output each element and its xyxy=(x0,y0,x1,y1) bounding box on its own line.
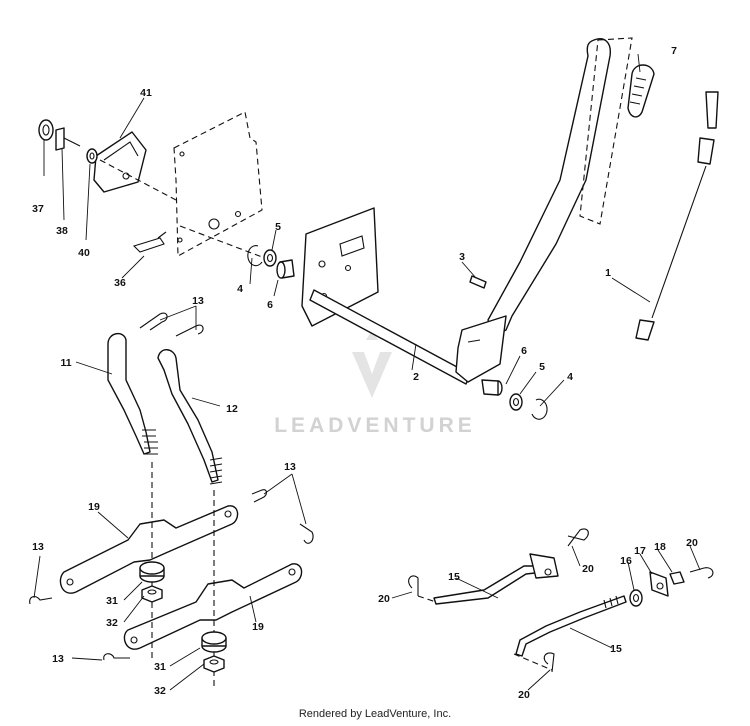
part-7-grip xyxy=(627,64,655,118)
callout-13c: 13 xyxy=(32,541,44,553)
part-40-washer xyxy=(86,148,98,164)
callout-40: 40 xyxy=(78,247,90,259)
callout-15b: 15 xyxy=(610,643,622,655)
part-5-washer-b xyxy=(509,393,523,411)
part-6-bushing-a xyxy=(276,259,295,279)
part-36-clip xyxy=(132,231,167,253)
part-37-knob xyxy=(38,119,54,141)
part-18-nut xyxy=(669,571,685,585)
part-17-block xyxy=(649,571,669,597)
callout-13b: 13 xyxy=(284,461,296,473)
callout-32a: 32 xyxy=(106,617,118,629)
footer-credit: Rendered by LeadVenture, Inc. xyxy=(298,708,452,720)
callout-2: 2 xyxy=(413,371,419,383)
callout-5a: 5 xyxy=(275,221,281,233)
part-19-arm-a xyxy=(59,505,239,594)
part-15-rod-b xyxy=(513,595,627,671)
part-lever-handle xyxy=(455,37,633,383)
callout-7: 7 xyxy=(671,45,677,57)
assembly-line xyxy=(99,159,177,201)
part-5-washer-a xyxy=(263,249,277,267)
part-2-rod xyxy=(309,289,471,385)
callout-4b: 4 xyxy=(567,371,573,383)
leader-lines xyxy=(33,53,701,691)
callout-41: 41 xyxy=(140,87,152,99)
callout-16: 16 xyxy=(620,555,632,567)
callout-6a: 6 xyxy=(267,299,273,311)
part-31-bushing-a xyxy=(139,561,165,583)
part-3-pin xyxy=(469,275,487,289)
callout-20a: 20 xyxy=(582,563,594,575)
part-41-bracket xyxy=(93,131,147,193)
callout-15a: 15 xyxy=(448,571,460,583)
part-15-rod-a xyxy=(417,553,559,605)
assembly-line xyxy=(179,225,271,261)
callout-20c: 20 xyxy=(686,537,698,549)
part-20-clip-d xyxy=(543,652,555,673)
callout-19a: 19 xyxy=(88,501,100,513)
callout-13a: 13 xyxy=(192,295,204,307)
part-19-arm-b xyxy=(123,563,303,650)
part-12-rod xyxy=(157,349,223,485)
part-20-clip-b xyxy=(408,575,419,596)
watermark: LEADVENTURE xyxy=(274,330,476,437)
part-1-cable xyxy=(635,91,719,341)
callout-20b: 20 xyxy=(378,593,390,605)
callout-31b: 31 xyxy=(154,661,166,673)
callout-38: 38 xyxy=(56,225,68,237)
callout-labels: 41 37 38 40 36 5 4 6 7 1 3 2 6 5 4 13 11… xyxy=(32,45,698,701)
part-6-bushing-b xyxy=(481,379,503,396)
watermark-text: LEADVENTURE xyxy=(274,414,476,437)
mount-plate xyxy=(173,111,263,257)
part-20-clip-a xyxy=(567,528,589,547)
part-11-rod xyxy=(107,333,158,455)
callout-19b: 19 xyxy=(252,621,264,633)
part-31-bushing-b xyxy=(201,631,227,653)
callout-4a: 4 xyxy=(237,283,243,295)
callout-18: 18 xyxy=(654,541,666,553)
callout-5b: 5 xyxy=(539,361,545,373)
part-13-hairpin-d xyxy=(103,653,130,661)
part-38-bolt xyxy=(55,127,81,151)
part-13-hairpin-c xyxy=(29,595,53,605)
callout-31a: 31 xyxy=(106,595,118,607)
part-32-nut-b xyxy=(203,655,225,673)
part-32-nut-a xyxy=(141,585,163,603)
part-13-hairpin-a xyxy=(139,312,204,337)
callout-11: 11 xyxy=(60,357,71,369)
part-4-ring-b xyxy=(531,398,548,420)
callout-6b: 6 xyxy=(521,345,527,357)
part-16-washer xyxy=(629,589,643,607)
callout-1: 1 xyxy=(605,267,611,279)
callout-37: 37 xyxy=(32,203,44,215)
callout-20d: 20 xyxy=(518,689,530,701)
callout-17: 17 xyxy=(634,545,646,557)
callout-13d: 13 xyxy=(52,653,64,665)
callout-3: 3 xyxy=(459,251,465,263)
callout-36: 36 xyxy=(114,277,126,289)
callout-32b: 32 xyxy=(154,685,166,697)
callout-12: 12 xyxy=(226,403,238,415)
part-4-ring-a xyxy=(247,245,263,267)
part-20-clip-c xyxy=(689,567,714,579)
